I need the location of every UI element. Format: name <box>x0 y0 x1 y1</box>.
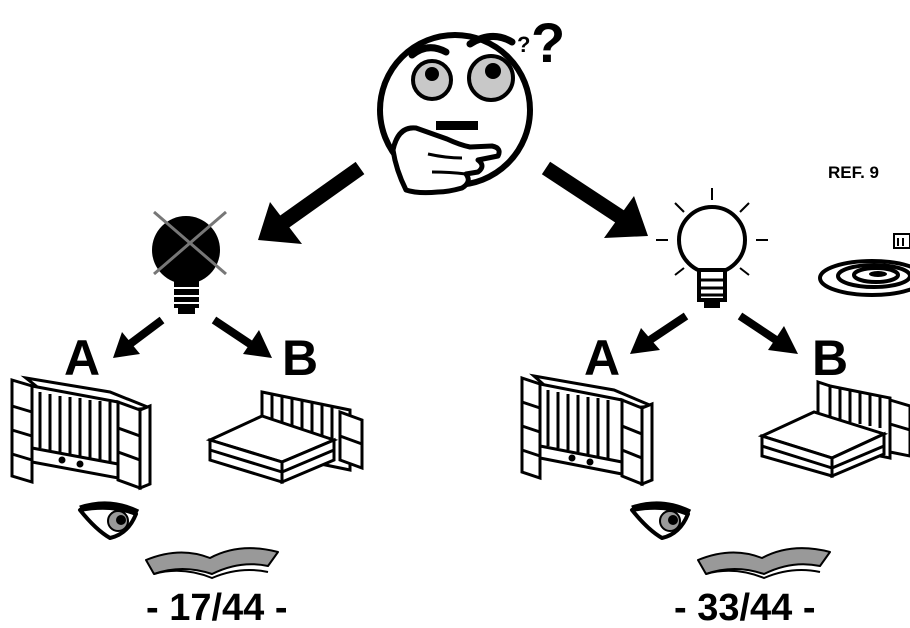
left-page-reference: - 17/44 - <box>146 587 288 628</box>
bed-icon-left <box>205 390 364 485</box>
arrow-left-to-b <box>211 316 272 358</box>
eye-icon-right <box>630 501 692 540</box>
large-question-mark: ? <box>531 11 565 74</box>
open-book-icon-right <box>697 547 831 580</box>
ref-label: REF. 9 <box>828 163 879 182</box>
right-option-a-label: A <box>584 330 620 386</box>
open-book-icon-left <box>145 547 279 580</box>
bed-icon-right <box>757 379 910 479</box>
arrow-right-to-b <box>737 312 798 354</box>
eye-icon-left <box>78 501 140 540</box>
thinking-face-icon <box>377 32 533 196</box>
headboard-unit-icon-left <box>10 375 152 491</box>
arrow-to-left-branch <box>258 161 365 244</box>
right-option-b-label: B <box>812 330 848 386</box>
small-question-mark: ? <box>517 32 530 57</box>
right-page-reference: - 33/44 - <box>674 587 816 628</box>
crossed-out-lightbulb-icon <box>152 210 227 314</box>
headboard-unit-icon-right <box>520 373 654 487</box>
left-option-b-label: B <box>282 330 318 386</box>
ring-part-icon <box>818 233 910 297</box>
arrow-right-to-a <box>630 312 689 354</box>
arrow-left-to-a <box>113 316 165 358</box>
lit-lightbulb-icon <box>656 188 768 308</box>
arrow-to-right-branch <box>541 161 648 238</box>
left-option-a-label: A <box>64 330 100 386</box>
